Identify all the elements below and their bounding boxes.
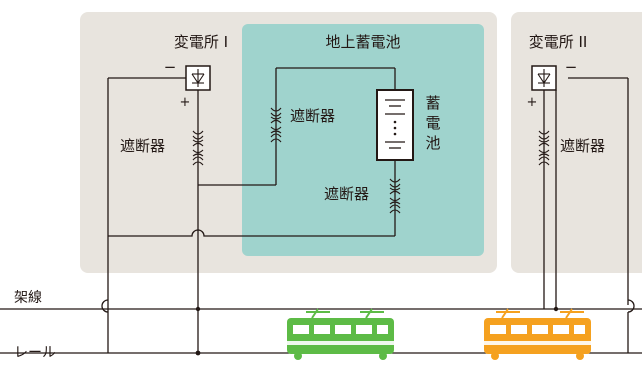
battery-icon (376, 89, 414, 161)
battery-breaker-label-bottom: 遮断器 (324, 185, 369, 203)
overhead-line-label: 架線 (14, 290, 42, 306)
battery-label-char-2: 電 (425, 114, 440, 132)
rail-label: レール (14, 345, 56, 361)
rectifier-icon-substation-1 (185, 65, 211, 91)
substation-2-title: 変電所 II (529, 33, 588, 51)
ground-battery-panel (242, 24, 484, 256)
substation-1-title: 変電所 I (174, 33, 228, 51)
train-orange-icon (484, 308, 591, 360)
substation-2-minus: − (565, 58, 578, 76)
substation-1-minus: − (164, 58, 177, 76)
train-green-icon (287, 308, 394, 360)
substation-1-plus: + (180, 95, 191, 110)
battery-label-char-3: 池 (425, 134, 440, 152)
battery-label-char-1: 蓄 (425, 94, 440, 112)
battery-breaker-label-left: 遮断器 (290, 107, 335, 125)
substation-1-breaker-label: 遮断器 (120, 137, 165, 155)
rectifier-icon-substation-2 (531, 65, 557, 91)
substation-2-plus: + (527, 95, 538, 110)
ground-battery-title: 地上蓄電池 (325, 33, 400, 51)
substation-2-breaker-label: 遮断器 (560, 137, 605, 155)
